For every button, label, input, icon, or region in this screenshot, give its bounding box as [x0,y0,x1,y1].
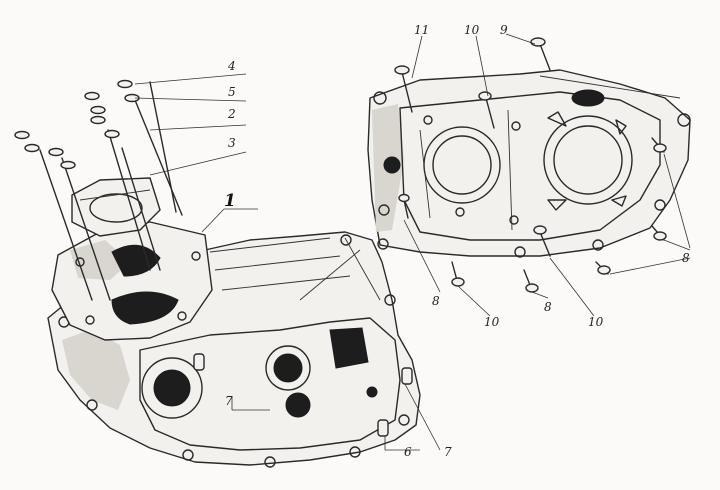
head-studs [39,81,183,301]
callout-3: 3 [228,136,236,150]
cylinder-gasket [71,177,161,237]
crankcase-cover-half [367,69,691,258]
callout-10-b: 10 [588,315,604,329]
callout-8-a: 8 [432,294,440,308]
callout-10-top: 10 [464,23,480,37]
callout-5: 5 [228,85,236,99]
callout-8-b: 8 [544,300,552,314]
callout-7-left: 7 [225,394,233,408]
callout-9: 9 [500,23,508,37]
callout-6: 6 [404,445,412,459]
callout-1: 1 [224,191,236,211]
leader-lines [134,33,691,451]
callout-11: 11 [414,23,429,37]
stud-nuts-and-washers [14,79,140,170]
callout-2: 2 [227,107,236,121]
cylinder-head [51,221,213,341]
callout-10-a: 10 [484,315,500,329]
callout-8-c: 8 [682,251,690,265]
callout-7-right: 7 [444,445,452,459]
callout-4: 4 [227,59,236,73]
